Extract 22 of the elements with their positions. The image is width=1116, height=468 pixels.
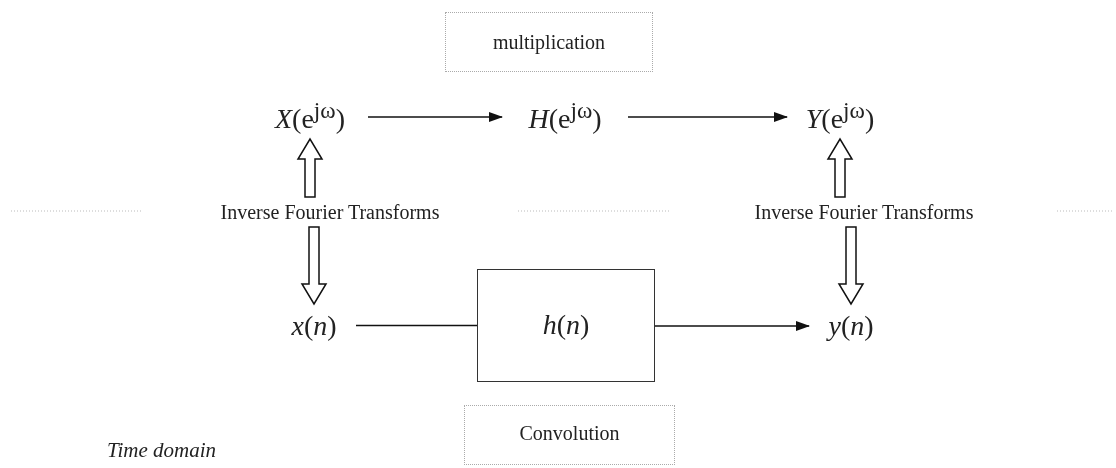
caption-box (445, 12, 653, 72)
arrow (654, 321, 810, 331)
math-label: y(n) (828, 310, 874, 342)
math-label: x(n) (291, 310, 337, 342)
block-arrow (296, 137, 324, 198)
block-arrow (826, 137, 854, 198)
math-label: H(e$^{jω}$) (528, 98, 602, 136)
block-arrow (837, 226, 865, 306)
text-label: Inverse Fourier Transforms (220, 201, 440, 223)
arrow (367, 112, 503, 122)
math-label: X(e$^{jω}$) (274, 98, 345, 136)
math-label: h(n) (542, 310, 590, 341)
connector-line (355, 324, 478, 327)
text-label: multiplication (492, 31, 606, 53)
text-label: Inverse Fourier Transforms (754, 201, 974, 223)
domain-label: Time domain (107, 438, 217, 463)
text-label: Convolution (519, 422, 620, 444)
process-box (477, 269, 655, 382)
block-arrow (300, 226, 328, 306)
arrow (627, 112, 788, 122)
caption-box (464, 405, 675, 465)
math-label: Y(e$^{jω}$) (805, 98, 875, 136)
